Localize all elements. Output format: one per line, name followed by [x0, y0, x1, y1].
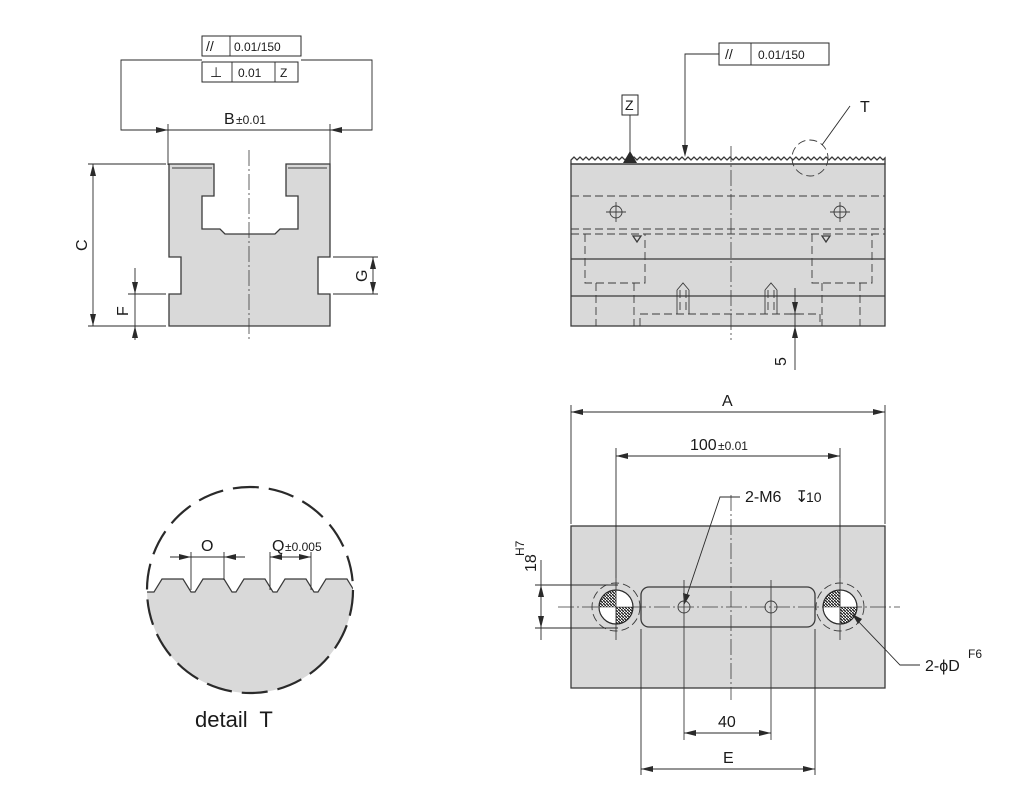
side-fcf-symbol: // [725, 46, 733, 62]
dim-O-label: O [201, 538, 213, 555]
dim-B: B ±0.01 [150, 111, 348, 165]
fcf-parallel-frame [201, 35, 302, 57]
dim-E-label: E [723, 750, 734, 767]
detail-T-callout: T [791, 99, 870, 177]
fcf-perp-frame [201, 61, 299, 83]
dim-B-label: B [224, 111, 235, 128]
fcf-parallel-value: 0.01/150 [234, 40, 281, 54]
dim-C-label: C [74, 239, 91, 251]
side-body [570, 163, 886, 327]
cross-hole-left [606, 202, 626, 222]
fcf-parallel-symbol: // [206, 38, 214, 54]
thread-size: 2-M6 [745, 489, 782, 506]
cross-hole-right [830, 202, 850, 222]
dim-Q: Q ±0.005 [269, 538, 322, 590]
detail-material [147, 578, 353, 693]
front-body [168, 163, 331, 327]
dim-40: 40 [684, 714, 771, 736]
dim-E: E [640, 629, 816, 775]
dim-A-label: A [722, 393, 733, 410]
pin-callout: 2-ϕD F6 [852, 614, 982, 675]
front-view: // 0.01/150 ⊥ 0.01 Z B ±0.01 [74, 35, 378, 340]
dim-100: 100 ±0.01 [615, 437, 841, 578]
detail-circle-marker [791, 139, 829, 177]
fcf-perp-datum: Z [280, 66, 287, 80]
dim-A: A [570, 393, 886, 524]
tapped-hole-right [764, 282, 778, 314]
detail-boundary [145, 485, 355, 695]
dim-F: F [115, 268, 166, 340]
pin-callout-fit: F6 [968, 647, 982, 661]
datum-Z-label: Z [625, 97, 634, 113]
dim-G-label: G [354, 270, 371, 282]
detail-caption: detail T [195, 707, 273, 732]
detail-T-label: T [860, 99, 870, 116]
dim-G: G [333, 256, 378, 295]
dim-100-tol: ±0.01 [718, 439, 748, 453]
side-fcf-value: 0.01/150 [758, 48, 805, 62]
datum-Z: Z [621, 94, 639, 163]
serration-teeth [570, 156, 886, 165]
thread-depth: 10 [806, 489, 822, 505]
dim-18: 18 H7 [513, 540, 618, 640]
dim-C: C [74, 163, 166, 327]
plan-view: A 100 ±0.01 2-M6 ↧ 10 [513, 393, 982, 775]
dim-40-label: 40 [718, 714, 736, 731]
thread-depth-symbol: ↧ [795, 489, 808, 506]
dim-B-tol: ±0.01 [236, 113, 266, 127]
dim-O: O [170, 538, 245, 590]
slot-hole-right [764, 580, 778, 740]
dim-100-value: 100 [690, 437, 717, 454]
pin-callout-text: 2-ϕD [925, 658, 960, 675]
tapped-hole-left [676, 282, 690, 314]
side-view: Z // 0.01/150 T 5 [570, 42, 886, 370]
dim-5-label: 5 [773, 357, 790, 366]
dim-F-label: F [115, 306, 132, 316]
fcf-perp-symbol: ⊥ [210, 64, 222, 80]
detail-view: O Q ±0.005 detail T [145, 485, 355, 732]
dim-5: 5 [773, 288, 800, 370]
dowel-pin-right [815, 575, 865, 640]
side-fcf: // 0.01/150 [682, 42, 830, 157]
dim-Q-tol: ±0.005 [285, 540, 322, 554]
front-fcf: // 0.01/150 ⊥ 0.01 Z [120, 35, 373, 131]
fcf-perp-value: 0.01 [238, 66, 262, 80]
dim-18-value: 18 [523, 554, 540, 572]
dowel-pin-left [591, 575, 641, 640]
dim-18-fit: H7 [513, 540, 527, 556]
slot-hole-left [677, 580, 691, 740]
dim-Q-label: Q [272, 538, 284, 555]
thread-callout: 2-M6 ↧ 10 [683, 489, 822, 605]
